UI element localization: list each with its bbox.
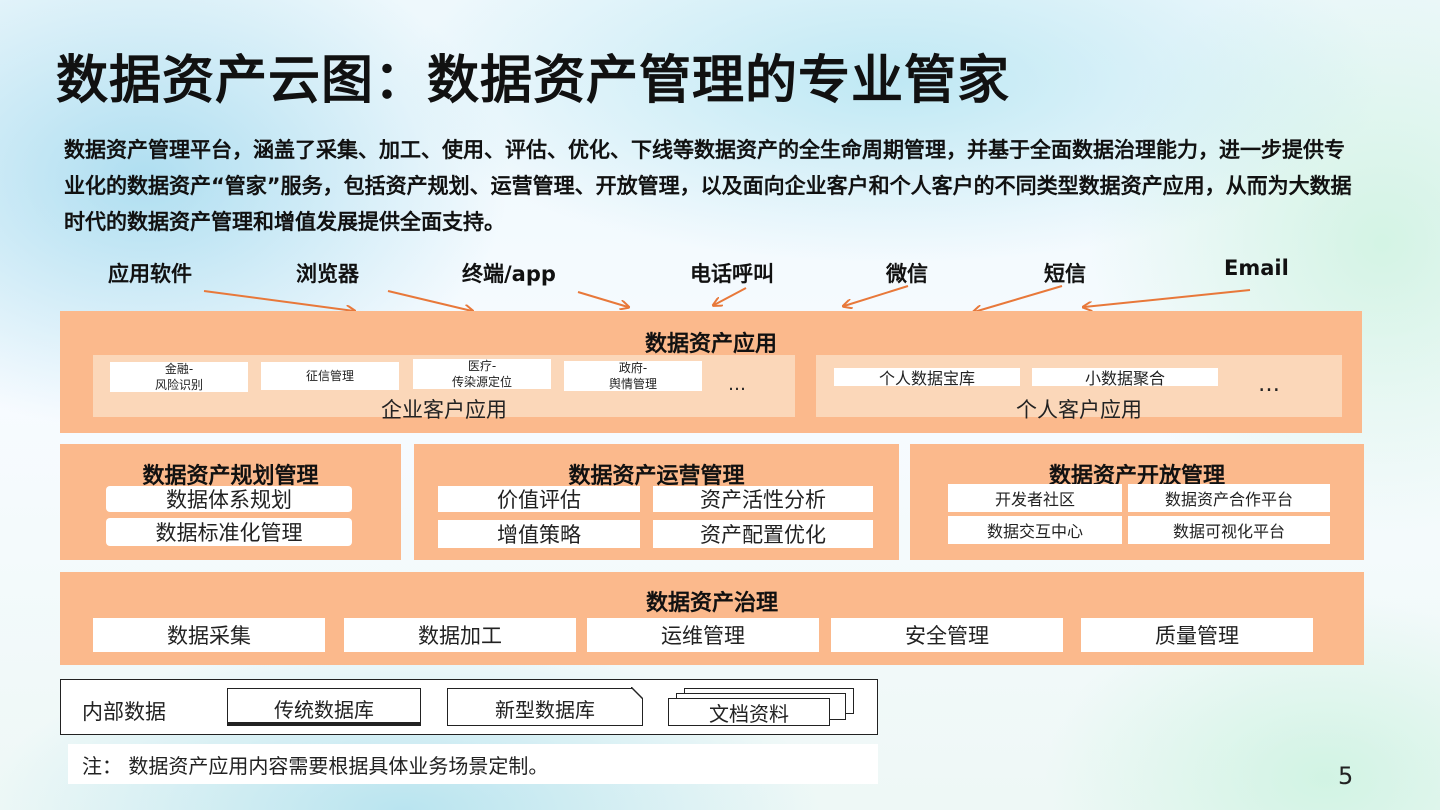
enterprise-ellipsis: … <box>728 374 746 395</box>
governance-item-collection: 数据采集 <box>93 618 325 652</box>
arrow-terminal-app <box>577 291 628 307</box>
opening-item-visualization-platform: 数据可视化平台 <box>1128 516 1330 544</box>
traditional-database-item: 传统数据库 <box>227 688 421 726</box>
enterprise-item-finance-risk: 金融- 风险识别 <box>110 362 248 392</box>
channel-email: Email <box>1224 256 1289 280</box>
operation-item-value-strategy: 增值策略 <box>438 520 640 548</box>
documents-item: 文档资料 <box>668 698 830 726</box>
planning-item-standardization: 数据标准化管理 <box>106 518 352 546</box>
channel-app-software: 应用软件 <box>108 262 192 286</box>
footnote: 注： 数据资产应用内容需要根据具体业务场景定制。 <box>68 744 878 784</box>
page-number: 5 <box>1338 762 1354 790</box>
personal-app-caption: 个人客户应用 <box>1016 398 1142 422</box>
channel-sms: 短信 <box>1044 262 1086 286</box>
governance-item-quality: 质量管理 <box>1081 618 1313 652</box>
opening-item-exchange-center: 数据交互中心 <box>948 516 1122 544</box>
enterprise-item-government: 政府- 舆情管理 <box>564 361 702 391</box>
governance-item-security: 安全管理 <box>831 618 1063 652</box>
operation-item-allocation: 资产配置优化 <box>653 520 873 548</box>
arrow-wechat <box>844 285 909 306</box>
arrow-email <box>1084 289 1251 307</box>
personal-item-data-vault: 个人数据宝库 <box>834 368 1020 388</box>
channel-terminal-app: 终端/app <box>462 262 556 286</box>
governance-item-operations: 运维管理 <box>587 618 819 652</box>
arrow-sms <box>974 285 1063 312</box>
application-title: 数据资产应用 <box>644 332 777 357</box>
personal-item-small-data: 小数据聚合 <box>1032 368 1218 388</box>
operation-item-valuation: 价值评估 <box>438 486 640 512</box>
slide-title: 数据资产云图：数据资产管理的专业管家 <box>56 51 1011 111</box>
channel-phone-call: 电话呼叫 <box>690 262 774 286</box>
personal-app-panel <box>816 355 1342 417</box>
governance-item-processing: 数据加工 <box>344 618 576 652</box>
channel-wechat: 微信 <box>886 262 928 286</box>
arrow-app-software <box>203 290 354 311</box>
operation-title: 数据资产运营管理 <box>568 464 745 489</box>
arrow-phone-call <box>714 287 747 305</box>
planning-title: 数据资产规划管理 <box>142 464 319 489</box>
new-database-item: 新型数据库 <box>447 688 643 726</box>
new-database-corner-icon <box>631 687 643 699</box>
planning-item-system: 数据体系规划 <box>106 486 352 512</box>
personal-ellipsis: … <box>1258 372 1280 397</box>
operation-item-activity-analysis: 资产活性分析 <box>653 486 873 512</box>
enterprise-item-credit: 征信管理 <box>261 362 399 390</box>
opening-item-cooperation-platform: 数据资产合作平台 <box>1128 484 1330 512</box>
enterprise-item-medical: 医疗- 传染源定位 <box>413 359 551 389</box>
internal-data-label: 内部数据 <box>82 700 166 724</box>
opening-item-dev-community: 开发者社区 <box>948 484 1122 512</box>
intro-paragraph: 数据资产管理平台，涵盖了采集、加工、使用、评估、优化、下线等数据资产的全生命周期… <box>64 138 1352 234</box>
channel-browser: 浏览器 <box>296 262 359 286</box>
arrow-browser <box>387 290 472 311</box>
governance-title: 数据资产治理 <box>645 591 778 616</box>
enterprise-app-caption: 企业客户应用 <box>381 398 507 422</box>
